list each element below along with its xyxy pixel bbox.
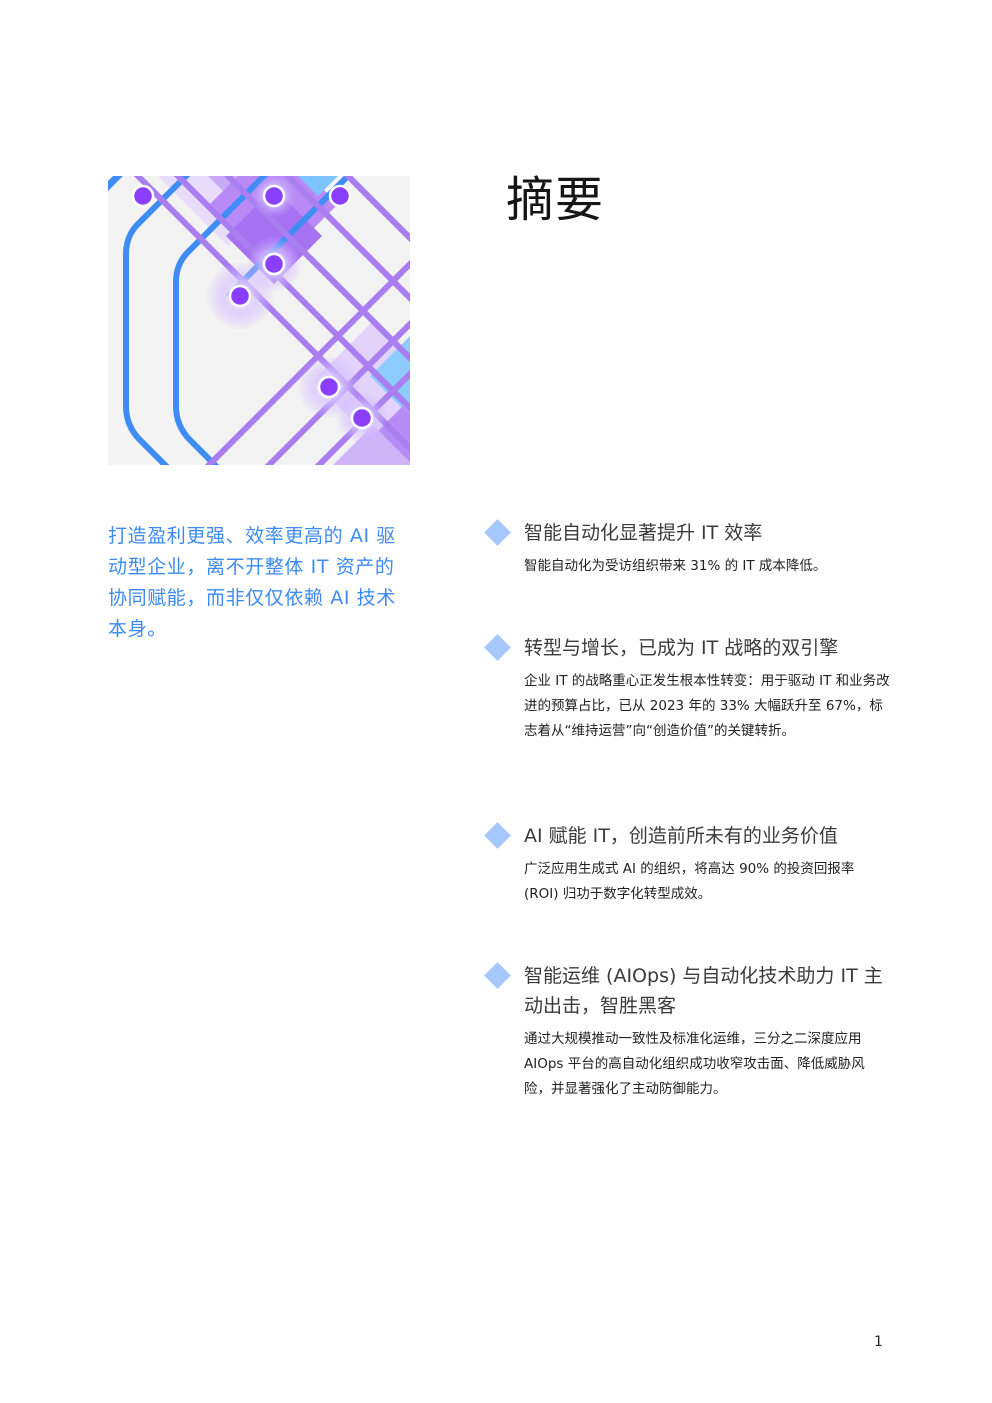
diamond-icon	[484, 822, 511, 849]
finding-title: 转型与增长，已成为 IT 战略的双引擎	[524, 637, 839, 659]
page-title: 摘要	[506, 172, 605, 228]
finding-title: 智能运维 (AIOps) 与自动化技术助力 IT 主动出击，智胜黑客	[524, 965, 883, 1017]
finding-body: 通过大规模推动一致性及标准化运维，三分之二深度应用 AIOps 平台的高自动化组…	[524, 1031, 865, 1097]
finding-item: 智能运维 (AIOps) 与自动化技术助力 IT 主动出击，智胜黑客 通过大规模…	[480, 961, 890, 1102]
diamond-icon	[484, 962, 511, 989]
findings-list: 智能自动化显著提升 IT 效率 智能自动化为受访组织带来 31% 的 IT 成本…	[480, 518, 890, 1102]
finding-body: 广泛应用生成式 AI 的组织，将高达 90% 的投资回报率 (ROI) 归功于数…	[524, 861, 855, 902]
finding-item: AI 赋能 IT，创造前所未有的业务价值 广泛应用生成式 AI 的组织，将高达 …	[480, 821, 890, 961]
finding-item: 智能自动化显著提升 IT 效率 智能自动化为受访组织带来 31% 的 IT 成本…	[480, 518, 890, 633]
page-number: 1	[874, 1334, 883, 1350]
finding-body: 企业 IT 的战略重心正发生根本性转变：用于驱动 IT 和业务改进的预算占比，已…	[524, 673, 890, 739]
finding-title: 智能自动化显著提升 IT 效率	[524, 522, 763, 544]
intro-statement: 打造盈利更强、效率更高的 AI 驱动型企业，离不开整体 IT 资产的协同赋能，而…	[108, 525, 396, 640]
finding-body: 智能自动化为受访组织带来 31% 的 IT 成本降低。	[524, 558, 827, 574]
diamond-icon	[484, 634, 511, 661]
diamond-icon	[484, 519, 511, 546]
network-illustration	[108, 176, 410, 465]
finding-item: 转型与增长，已成为 IT 战略的双引擎 企业 IT 的战略重心正发生根本性转变：…	[480, 633, 890, 821]
finding-title: AI 赋能 IT，创造前所未有的业务价值	[524, 825, 838, 847]
